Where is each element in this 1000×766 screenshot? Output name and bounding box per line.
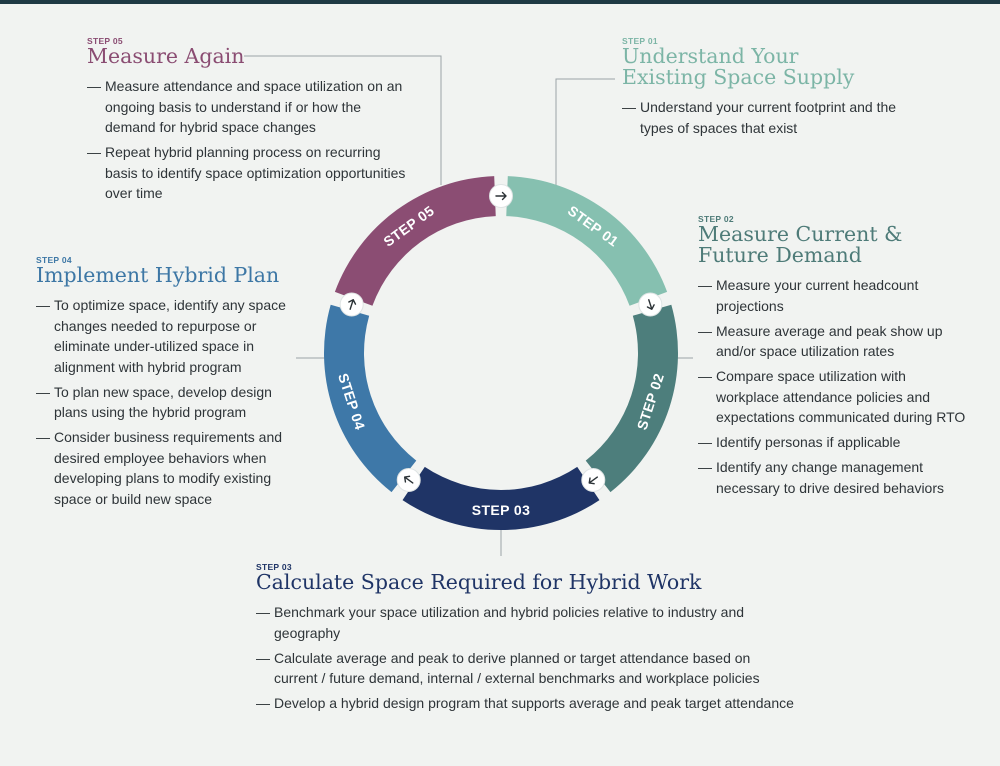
connector-01-to-02-arrow-icon: [638, 292, 663, 317]
segment-step-04: [323, 304, 417, 493]
connector-02-to-03-arrow-icon: [581, 468, 606, 493]
step-02-item-1: Measure your current headcount projectio…: [698, 275, 966, 316]
step-05-list: Measure attendance and space utilization…: [87, 76, 407, 204]
top-border: [0, 0, 1000, 4]
step-04-item-2: To plan new space, develop design plans …: [36, 382, 298, 423]
step-02-item-2: Measure average and peak show up and/or …: [698, 321, 966, 362]
segment-step-02: [585, 304, 678, 493]
step-04-list: To optimize space, identify any space ch…: [36, 295, 298, 509]
step-01-title-line-2: Existing Space Supply: [622, 65, 855, 89]
step-02-item-5: Identify any change management necessary…: [698, 457, 966, 498]
step-03-kicker: STEP 03: [256, 562, 292, 572]
step-02-title: Measure Current & Future Demand: [698, 224, 966, 266]
leader-line-step-01: [555, 78, 615, 185]
segment-step-05: [334, 176, 496, 306]
step-04-item-3: Consider business requirements and desir…: [36, 427, 298, 509]
step-02-kicker: STEP 02: [698, 214, 734, 224]
step-02-title-line-2: Future Demand: [698, 243, 862, 267]
step-01-title-line-1: Understand Your: [622, 44, 799, 68]
step-05-item-1: Measure attendance and space utilization…: [87, 76, 407, 138]
step-03-list: Benchmark your space utilization and hyb…: [256, 602, 796, 714]
step-02-item-3: Compare space utilization with workplace…: [698, 366, 966, 428]
step-01-title: Understand Your Existing Space Supply: [622, 46, 932, 88]
step-02-block: STEP 02 Measure Current & Future Demand …: [698, 214, 966, 503]
step-04-item-1: To optimize space, identify any space ch…: [36, 295, 298, 377]
step-02-list: Measure your current headcount projectio…: [698, 275, 966, 498]
step-03-title: Calculate Space Required for Hybrid Work: [256, 572, 796, 593]
step-01-item-1: Understand your current footprint and th…: [622, 97, 932, 138]
segment-step-03: [402, 466, 600, 530]
connector-05-to-01-arrow-icon: [489, 184, 513, 208]
segment-label-step-03: STEP 03: [472, 502, 531, 518]
step-05-block: STEP 05 Measure Again Measure attendance…: [87, 36, 407, 208]
step-04-title: Implement Hybrid Plan: [36, 265, 298, 286]
step-01-list: Understand your current footprint and th…: [622, 97, 932, 138]
step-04-title-line-1: Implement Hybrid Plan: [36, 263, 280, 287]
step-03-item-1: Benchmark your space utilization and hyb…: [256, 602, 796, 643]
step-05-kicker: STEP 05: [87, 36, 123, 46]
step-04-kicker: STEP 04: [36, 255, 72, 265]
step-03-block: STEP 03 Calculate Space Required for Hyb…: [256, 562, 796, 718]
leader-line-step-05: [244, 55, 442, 185]
step-03-title-line-1: Calculate Space Required for Hybrid Work: [256, 570, 702, 594]
connector-03-to-04-arrow-icon: [396, 468, 421, 493]
segment-step-01: [506, 176, 668, 306]
step-01-kicker: STEP 01: [622, 36, 658, 46]
step-03-item-3: Develop a hybrid design program that sup…: [256, 693, 796, 714]
step-05-item-2: Repeat hybrid planning process on recurr…: [87, 142, 407, 204]
step-04-block: STEP 04 Implement Hybrid Plan To optimiz…: [36, 255, 298, 514]
step-03-item-2: Calculate average and peak to derive pla…: [256, 648, 796, 689]
step-05-title: Measure Again: [87, 46, 407, 67]
step-05-title-line-1: Measure Again: [87, 44, 245, 68]
step-02-title-line-1: Measure Current &: [698, 222, 903, 246]
step-01-block: STEP 01 Understand Your Existing Space S…: [622, 36, 932, 143]
leader-lines: [244, 55, 693, 556]
connector-04-to-05-arrow-icon: [339, 292, 364, 317]
step-02-item-4: Identify personas if applicable: [698, 432, 966, 453]
